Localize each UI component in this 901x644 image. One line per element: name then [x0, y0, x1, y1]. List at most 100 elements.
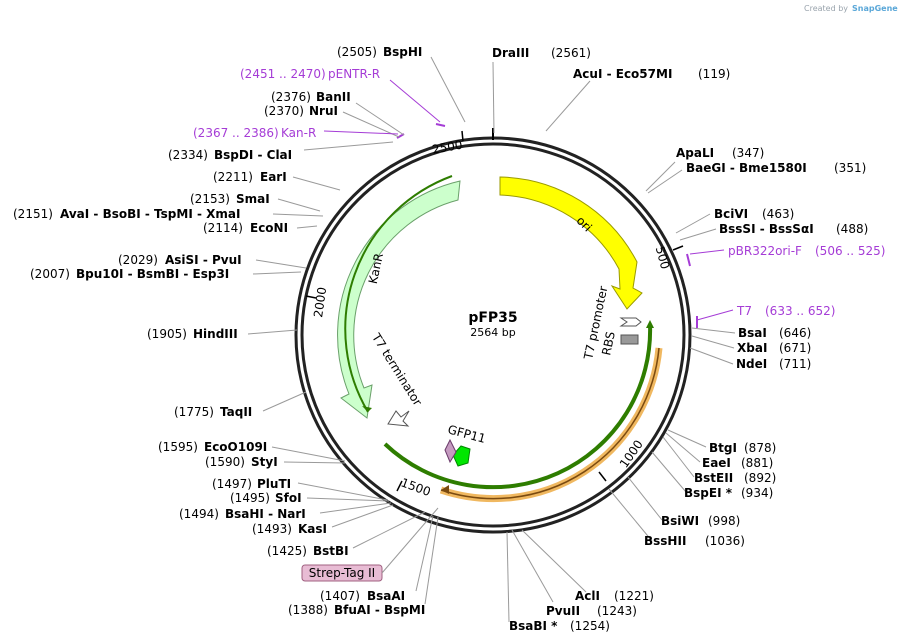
leader-line-bsiwi [627, 476, 663, 521]
label-acu-enzymes[interactable]: AcuI - Eco57MI [573, 67, 672, 81]
label-acu-pos: (119) [698, 67, 730, 81]
label-bsabi-pos: (1254) [570, 619, 610, 633]
leader-line-dra3 [492, 61, 495, 134]
strep-tag-leader [381, 507, 439, 574]
label-apali-enzymes[interactable]: ApaLI [676, 146, 714, 160]
leader-line-pluti [297, 482, 388, 501]
leader-line-t7primer [696, 309, 734, 321]
orange-orf-arrowhead [441, 485, 449, 494]
leader-line-bfuai [424, 516, 439, 605]
label-econi-pos: (2114) [203, 221, 243, 235]
label-acli-enzymes[interactable]: AclI [575, 589, 600, 603]
label-eaei-enzymes[interactable]: EaeI [702, 456, 731, 470]
label-btgi-enzymes[interactable]: BtgI [709, 441, 737, 455]
label-apali-pos: (347) [732, 146, 764, 160]
tick-mark-2000 [305, 295, 317, 299]
label-taqii-enzymes[interactable]: TaqII [220, 405, 252, 419]
label-bstbi-pos: (1425) [267, 544, 307, 558]
tick-mark-1000 [598, 471, 607, 482]
label-bsabi-enzymes[interactable]: BsaBI * [509, 619, 558, 633]
label-bsiwi-enzymes[interactable]: BsiWI [661, 514, 699, 528]
gfp11-feature[interactable] [452, 445, 471, 467]
label-bcivi-enzymes[interactable]: BciVI [714, 207, 748, 221]
orange-orf-core [440, 347, 660, 500]
label-banii-enzymes[interactable]: BanII [316, 90, 351, 104]
label-sfoi-enzymes[interactable]: SfoI [275, 491, 302, 505]
label-asisi-enzymes[interactable]: AsiSI - PvuI [165, 253, 242, 267]
t7-terminator-feature[interactable] [387, 410, 410, 427]
label-acli-pos: (1221) [614, 589, 654, 603]
label-bsshii-enzymes[interactable]: BssHII [644, 534, 686, 548]
label-pvuii-enzymes[interactable]: PvuII [546, 604, 580, 618]
t7-promoter-feature[interactable] [619, 317, 642, 327]
leader-line-bsabi [506, 531, 510, 623]
label-baegi-enzymes[interactable]: BaeGI - Bme1580I [686, 161, 807, 175]
leader-line-bsaai [415, 515, 434, 592]
label-t7primer-name[interactable]: T7 [736, 304, 752, 318]
label-bspei-pos: (934) [741, 486, 773, 500]
credit-prefix: Created by [804, 4, 848, 13]
label-eco0109i-enzymes[interactable]: EcoO109I [204, 440, 267, 454]
leader-line-baegi [647, 169, 683, 194]
label-ndei-enzymes[interactable]: NdeI [736, 357, 767, 371]
label-bspdi-enzymes[interactable]: BspDI - ClaI [214, 148, 292, 162]
leader-lines [247, 56, 736, 623]
label-bsai-enzymes[interactable]: BsaI [738, 326, 767, 340]
leader-line-kanr-primer [323, 130, 399, 135]
label-bsiwi-pos: (998) [708, 514, 740, 528]
label-avai-enzymes[interactable]: AvaI - BsoBI - TspMI - XmaI [60, 207, 240, 221]
label-bpu10i-enzymes[interactable]: Bpu10I - BsmBI - Esp3I [76, 267, 229, 281]
label-bsaai-enzymes[interactable]: BsaAI [367, 589, 405, 603]
label-pentr-name[interactable]: pENTR-R [328, 67, 380, 81]
label-eari-pos: (2211) [213, 170, 253, 184]
label-kanr-primer-name[interactable]: Kan-R [281, 126, 316, 140]
label-smai-pos: (2153) [190, 192, 230, 206]
gfp-orf-arrowhead [646, 320, 654, 328]
label-bsaai-pos: (1407) [320, 589, 360, 603]
label-pbr-name[interactable]: pBR322ori-F [728, 244, 802, 258]
small-tag-feature[interactable] [444, 438, 457, 464]
label-kasi-pos: (1493) [252, 522, 292, 536]
plasmid-name: pFP35 [468, 310, 517, 326]
label-bsahi-enzymes[interactable]: BsaHI - NarI [225, 507, 306, 521]
label-pluti-enzymes[interactable]: PluTI [257, 477, 291, 491]
label-bcivi-pos: (463) [762, 207, 794, 221]
label-kasi-enzymes[interactable]: KasI [298, 522, 327, 536]
gfp-orf-arc [383, 323, 653, 490]
label-kanr-primer-range: (2367 .. 2386) [193, 126, 279, 140]
label-bspei-enzymes[interactable]: BspEI * [684, 486, 733, 500]
tick-label-2000: 2000 [311, 286, 329, 318]
label-eco0109i-pos: (1595) [158, 440, 198, 454]
label-econi-enzymes[interactable]: EcoNI [250, 221, 288, 235]
tick-label-500: 500 [653, 245, 672, 271]
label-bsphi-enzymes[interactable]: BspHI [383, 45, 422, 59]
label-bsteii-enzymes[interactable]: BstEII [694, 471, 733, 485]
label-nrui-enzymes[interactable]: NruI [309, 104, 338, 118]
label-bsssi-enzymes[interactable]: BssSI - BssSαI [719, 222, 814, 236]
leader-line-bsahi [319, 502, 392, 514]
label-smai-enzymes[interactable]: SmaI [236, 192, 270, 206]
label-eari-enzymes[interactable]: EarI [260, 170, 287, 184]
tick-mark-2500 [461, 130, 464, 142]
label-hindiii-enzymes[interactable]: HindIII [193, 327, 238, 341]
label-xbai-enzymes[interactable]: XbaI [737, 341, 767, 355]
leader-line-taqii [262, 391, 307, 412]
leader-line-pbr [689, 249, 725, 255]
label-bsteii-pos: (892) [744, 471, 776, 485]
ori-feature[interactable] [499, 176, 643, 310]
leader-line-asisi [255, 259, 307, 269]
label-dra3-enzymes[interactable]: DraIII [492, 46, 529, 60]
leader-line-btgi [667, 429, 707, 448]
label-t7primer-range: (633 .. 652) [765, 304, 835, 318]
tick-mark-1500 [396, 480, 403, 492]
leader-line-bsshii [608, 488, 653, 542]
label-bfuai-enzymes[interactable]: BfuAI - BspMI [334, 603, 425, 617]
label-styi-pos: (1590) [205, 455, 245, 469]
leader-line-banii [355, 102, 405, 136]
leader-line-bsai [691, 327, 736, 334]
rbs-feature[interactable] [620, 334, 639, 345]
label-styi-enzymes[interactable]: StyI [251, 455, 278, 469]
label-bstbi-enzymes[interactable]: BstBI [313, 544, 349, 558]
leader-line-eaei [665, 432, 701, 463]
